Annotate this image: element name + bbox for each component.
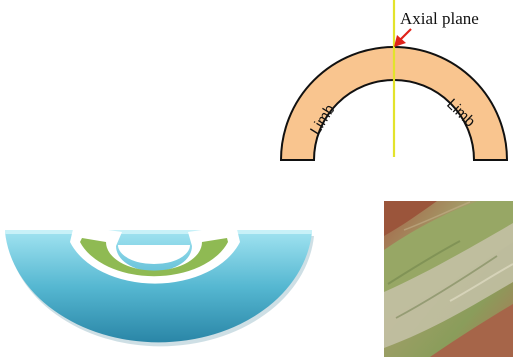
curved-block-model [5, 225, 314, 346]
anticline-cross-section: Axial plane Limb Limb [281, 0, 507, 160]
field-photo [384, 201, 513, 357]
axial-plane-label: Axial plane [400, 9, 479, 28]
axial-plane-pointer-arrow [401, 29, 411, 39]
